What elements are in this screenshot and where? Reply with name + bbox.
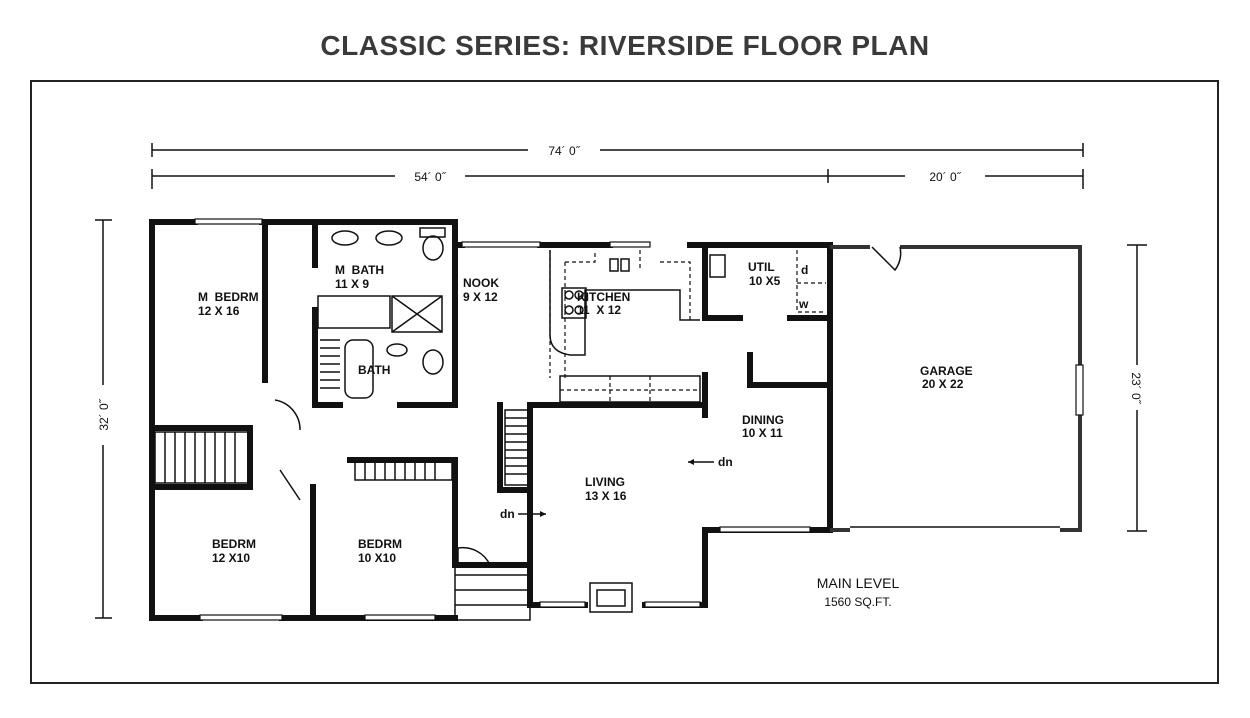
page-title: CLASSIC SERIES: RIVERSIDE FLOOR PLAN (320, 30, 930, 61)
garage-size: 20 X 22 (922, 377, 964, 391)
shower-icon (391, 295, 443, 333)
master-bedroom-name: M BEDRM (198, 290, 259, 304)
kitchen-size: 11 X 12 (577, 303, 621, 317)
garage-name: GARAGE (920, 364, 973, 378)
dining-size: 10 X 11 (742, 426, 783, 440)
fixtures (154, 227, 902, 621)
bedroom-3-name: BEDRM (358, 537, 402, 551)
toilet-icon (422, 349, 444, 375)
sink-icon (375, 230, 403, 246)
dining-name: DINING (742, 413, 784, 427)
bedroom-2-name: BEDRM (212, 537, 256, 551)
door-swing (871, 246, 902, 272)
bath-name: BATH (358, 363, 390, 377)
stairs-down-label-living: dn (500, 507, 515, 521)
door-swing (274, 399, 301, 501)
kitchen-name: KITCHEN (577, 290, 630, 304)
bathtub-icon (317, 295, 391, 329)
house-width-dim: 54´ 0˝ (414, 170, 446, 184)
garage-depth-dim: 23´ 0˝ (1129, 372, 1143, 404)
garage-width-dim: 20´ 0˝ (929, 170, 961, 184)
room-labels: M BEDRM 12 X 16 M BATH 11 X 9 BATH NOOK … (198, 260, 973, 609)
utility-size: 10 X5 (749, 274, 781, 288)
toilet-icon (422, 235, 444, 261)
overall-width-dim: 74´ 0˝ (548, 144, 580, 158)
level-label: MAIN LEVEL (817, 575, 900, 591)
master-bedroom-size: 12 X 16 (198, 304, 240, 318)
sink-icon (331, 230, 359, 246)
house-depth-dim: 32´ 0˝ (97, 398, 111, 430)
plan-frame (30, 80, 1219, 684)
garage-walls (830, 245, 1084, 532)
area-label: 1560 SQ.FT. (824, 595, 891, 609)
living-size: 13 X 16 (585, 489, 627, 503)
bathtub-icon (344, 339, 374, 399)
dimension-lines (95, 143, 1147, 619)
nook-size: 9 X 12 (463, 290, 498, 304)
bedroom-3-size: 10 X10 (358, 551, 396, 565)
stairs-down-label-dining: dn (718, 455, 733, 469)
door-swing (457, 546, 491, 566)
nook-name: NOOK (463, 276, 499, 290)
dryer-label: d (801, 263, 808, 277)
entry-steps (454, 565, 531, 621)
sink-icon (386, 343, 408, 357)
bedroom-2-size: 12 X10 (212, 551, 250, 565)
master-bath-name: M BATH (335, 263, 384, 277)
master-bath-size: 11 X 9 (335, 277, 369, 291)
utility-name: UTIL (748, 260, 775, 274)
windows (194, 218, 811, 621)
fireplace-icon (589, 582, 633, 613)
living-name: LIVING (585, 475, 625, 489)
washer-label: w (798, 297, 809, 311)
stove-icon (561, 287, 587, 319)
